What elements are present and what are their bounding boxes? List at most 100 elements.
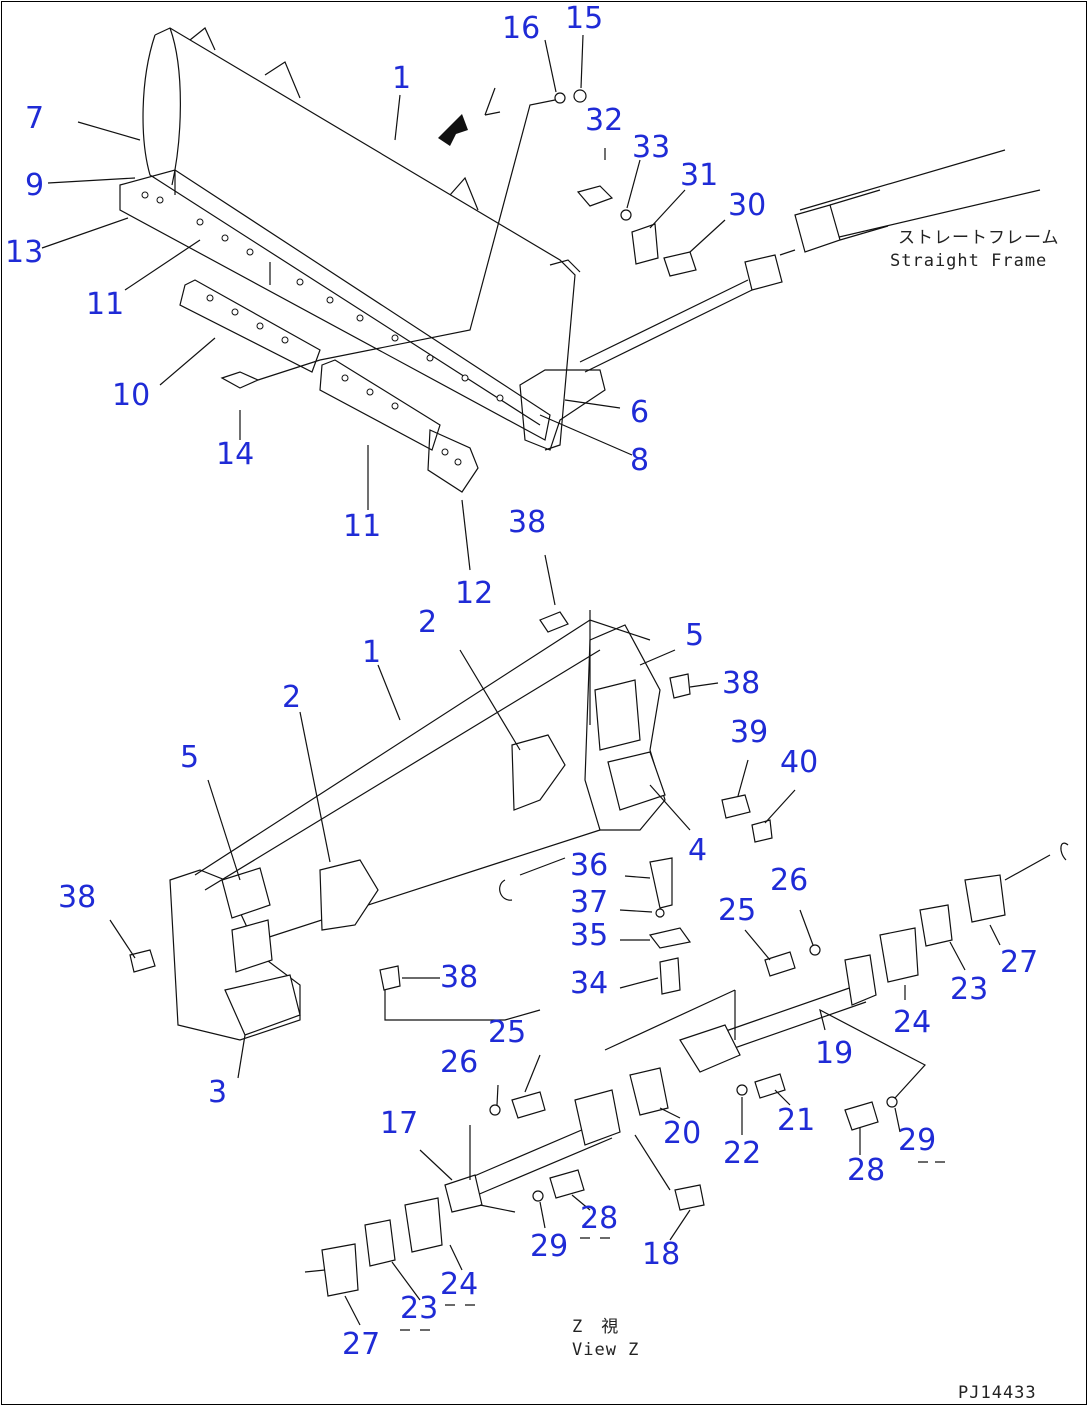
shim-23-left bbox=[364, 1219, 396, 1267]
bolt-32 bbox=[576, 185, 614, 207]
cap-24-right bbox=[879, 927, 919, 983]
washer-16 bbox=[554, 92, 566, 104]
washer-29-left bbox=[532, 1190, 544, 1202]
rod-19-end-right bbox=[844, 954, 877, 1006]
blade-side-plate bbox=[169, 27, 181, 186]
view-marker bbox=[499, 879, 513, 901]
pivot-bracket-4 bbox=[607, 751, 666, 811]
pin bbox=[519, 857, 566, 876]
pivot-bracket-3 bbox=[224, 974, 301, 1036]
washer-39 bbox=[721, 794, 751, 819]
bracket-2-right bbox=[511, 734, 566, 811]
callout-2: 2 bbox=[282, 680, 301, 715]
callout-38: 38 bbox=[722, 666, 760, 701]
callout-25: 25 bbox=[488, 1015, 526, 1050]
view-arrow-letter bbox=[484, 87, 501, 116]
lower-edge-holes bbox=[206, 294, 462, 466]
callout-5: 5 bbox=[180, 740, 199, 775]
callout-29: 29 bbox=[898, 1123, 936, 1158]
main-beam-bottom bbox=[259, 829, 601, 941]
right-end-housing bbox=[584, 624, 666, 831]
callout-33: 33 bbox=[632, 130, 670, 165]
rod-end-block bbox=[744, 254, 783, 291]
callout-36: 36 bbox=[570, 848, 608, 883]
callout-15: 15 bbox=[565, 1, 603, 36]
callout-6: 6 bbox=[630, 395, 649, 430]
blade-assembly bbox=[119, 27, 1041, 493]
cutting-edge-holes bbox=[141, 191, 504, 402]
bolt-28-right bbox=[844, 1101, 879, 1131]
view-z-label-en: View Z bbox=[572, 1340, 639, 1360]
callout-24: 24 bbox=[893, 1005, 931, 1040]
nut-40 bbox=[751, 819, 773, 843]
rod-17-end-right bbox=[574, 1089, 621, 1146]
end-bit-12 bbox=[427, 429, 479, 493]
leader-line bbox=[257, 359, 321, 381]
blade-rib bbox=[189, 27, 216, 51]
callout-23: 23 bbox=[950, 972, 988, 1007]
callout-40: 40 bbox=[780, 745, 818, 780]
callout-23: 23 bbox=[400, 1291, 438, 1326]
callout-17: 17 bbox=[380, 1106, 418, 1141]
callout-37: 37 bbox=[570, 885, 608, 920]
pin-30 bbox=[663, 251, 697, 277]
bolt-28-left bbox=[549, 1169, 585, 1199]
drawing-code: PJ14433 bbox=[958, 1383, 1037, 1403]
straight-frame-label-jp: ストレートフレーム bbox=[898, 228, 1060, 248]
callout-38: 38 bbox=[58, 880, 96, 915]
straight-frame-label-en: Straight Frame bbox=[890, 251, 1047, 271]
left-end-housing bbox=[169, 869, 301, 1041]
callout-38: 38 bbox=[508, 505, 546, 540]
callout-28: 28 bbox=[580, 1201, 618, 1236]
callout-14: 14 bbox=[216, 437, 254, 472]
callout-39: 39 bbox=[730, 715, 768, 750]
push-rod bbox=[579, 279, 753, 373]
blade-rib bbox=[449, 176, 479, 211]
callout-26: 26 bbox=[770, 863, 808, 898]
washer-22 bbox=[736, 1084, 748, 1096]
callout-20: 20 bbox=[663, 1116, 701, 1151]
callout-9: 9 bbox=[25, 168, 44, 203]
straight-frame-end bbox=[794, 204, 841, 253]
callout-28: 28 bbox=[847, 1153, 885, 1188]
callout-7: 7 bbox=[25, 101, 44, 136]
bracket-2-left bbox=[319, 859, 379, 931]
bolt-25-left bbox=[511, 1091, 546, 1119]
straight-frame bbox=[799, 149, 1041, 246]
grease-fitting-38 bbox=[379, 965, 401, 991]
callout-24: 24 bbox=[440, 1267, 478, 1302]
callout-18: 18 bbox=[642, 1237, 680, 1272]
bracket-5-left bbox=[221, 867, 271, 919]
callout-31: 31 bbox=[680, 158, 718, 193]
grease-fitting-38 bbox=[669, 673, 691, 699]
callout-2: 2 bbox=[418, 605, 437, 640]
grease-fitting-38 bbox=[129, 949, 156, 973]
callout-22: 22 bbox=[723, 1136, 761, 1171]
washer-26-left bbox=[489, 1104, 501, 1116]
callout-21: 21 bbox=[777, 1103, 815, 1138]
view-z-label-jp: Z 視 bbox=[572, 1317, 619, 1337]
blade-end-bracket bbox=[519, 369, 606, 451]
view-marker bbox=[1060, 842, 1069, 861]
callout-16: 16 bbox=[502, 11, 540, 46]
callout-12: 12 bbox=[455, 576, 493, 611]
callout-11: 11 bbox=[343, 509, 381, 544]
grease-fitting-38 bbox=[539, 611, 569, 633]
callout-10: 10 bbox=[112, 378, 150, 413]
washer-26-right bbox=[809, 944, 821, 956]
plate-31 bbox=[631, 223, 659, 265]
blade-moldboard bbox=[142, 34, 541, 426]
dash-marks bbox=[400, 1161, 945, 1331]
annotations: ストレートフレーム Straight Frame Z 視 View Z PJ14… bbox=[572, 228, 1060, 1403]
grease-fitting-18 bbox=[674, 1184, 705, 1211]
bolt-21 bbox=[754, 1073, 786, 1099]
frame-assembly bbox=[129, 611, 1069, 1297]
bolt-36 bbox=[649, 857, 673, 909]
cap-27-left bbox=[321, 1243, 359, 1297]
cap-24-left bbox=[404, 1197, 443, 1253]
callouts: 1 1 2 2 3 4 5 5 6 7 8 9 10 11 11 12 13 1… bbox=[5, 1, 1038, 1362]
callout-27: 27 bbox=[342, 1327, 380, 1362]
bracket-window-left bbox=[231, 919, 273, 973]
rod-17-end-left bbox=[444, 1174, 483, 1213]
